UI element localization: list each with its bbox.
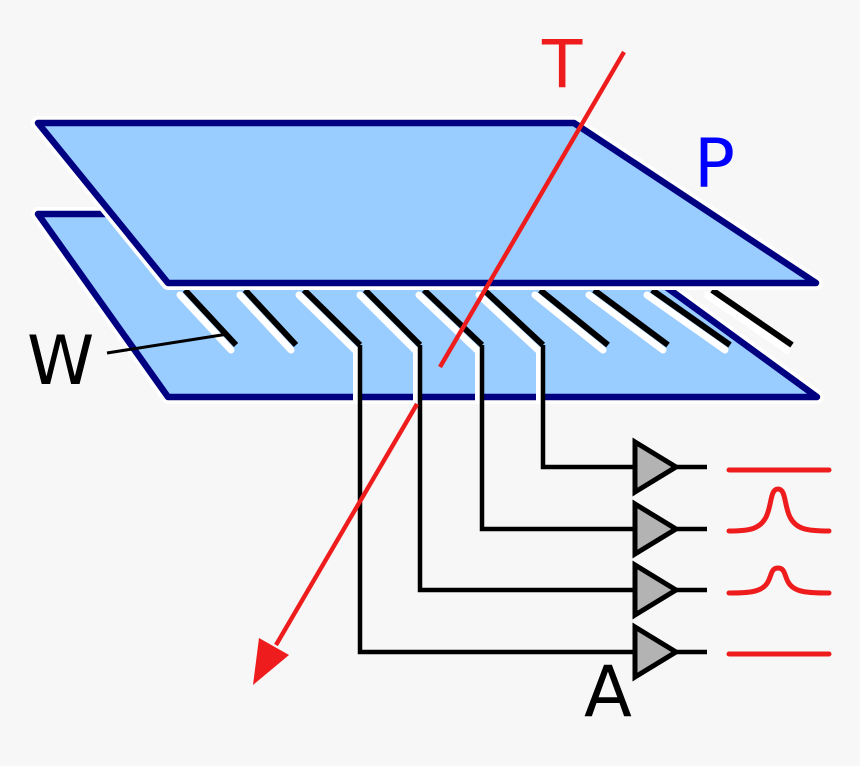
- particle-track-group: [253, 50, 626, 685]
- anode-wire-highlight: [295, 291, 359, 354]
- wire-label: W: [27, 322, 94, 401]
- readout-line: [357, 345, 638, 655]
- amplifiers-group: [632, 437, 707, 682]
- anode-wire: [538, 287, 610, 348]
- amplifier-triangle-icon: [632, 499, 681, 559]
- readout-line: [540, 345, 638, 470]
- amplifier-triangle-icon: [632, 622, 681, 682]
- anode-wire-highlight: [643, 291, 729, 354]
- signal-trace-pulse-large: [726, 486, 832, 534]
- readout-lines-group: [353, 345, 638, 655]
- wire-label-leader-line: [106, 332, 229, 355]
- labels-group: T P W A: [27, 26, 735, 733]
- anode-wire-highlight: [176, 291, 235, 354]
- anode-wire-highlight: [703, 291, 791, 354]
- particle-track-upper-segment: [438, 50, 626, 369]
- anode-wire: [242, 287, 299, 348]
- anode-wire: [710, 287, 794, 348]
- signal-traces-group: [726, 467, 832, 657]
- anode-wire-highlight: [531, 291, 607, 354]
- plate-label: P: [694, 125, 735, 204]
- cathode-plate-upper: [34, 119, 820, 287]
- anode-wires-group: [176, 287, 794, 354]
- anode-wire: [650, 287, 732, 348]
- anode-wire: [301, 287, 363, 348]
- amplifier-triangle-icon: [632, 560, 681, 620]
- cathode-plate-upper-group: [31, 116, 823, 290]
- anode-wire: [362, 287, 423, 348]
- readout-line: [417, 345, 638, 593]
- anode-wire: [421, 287, 485, 348]
- anode-wire-highlight: [356, 291, 419, 354]
- amplifier-label: A: [584, 651, 632, 733]
- particle-track-lower-segment: [274, 402, 419, 647]
- anode-wire: [592, 287, 670, 348]
- anode-wire: [481, 287, 546, 348]
- amplifier-triangle-icon: [632, 437, 681, 497]
- anode-wire-highlight: [475, 291, 542, 354]
- anode-wire: [182, 287, 239, 348]
- anode-wire-highlight: [236, 291, 295, 354]
- track-arrowhead-icon: [253, 638, 289, 685]
- signal-trace-pulse-small: [726, 565, 832, 596]
- anode-wire-highlight: [585, 291, 667, 354]
- anode-wire-highlight: [415, 291, 481, 354]
- readout-line: [479, 345, 638, 532]
- track-label: T: [541, 26, 583, 103]
